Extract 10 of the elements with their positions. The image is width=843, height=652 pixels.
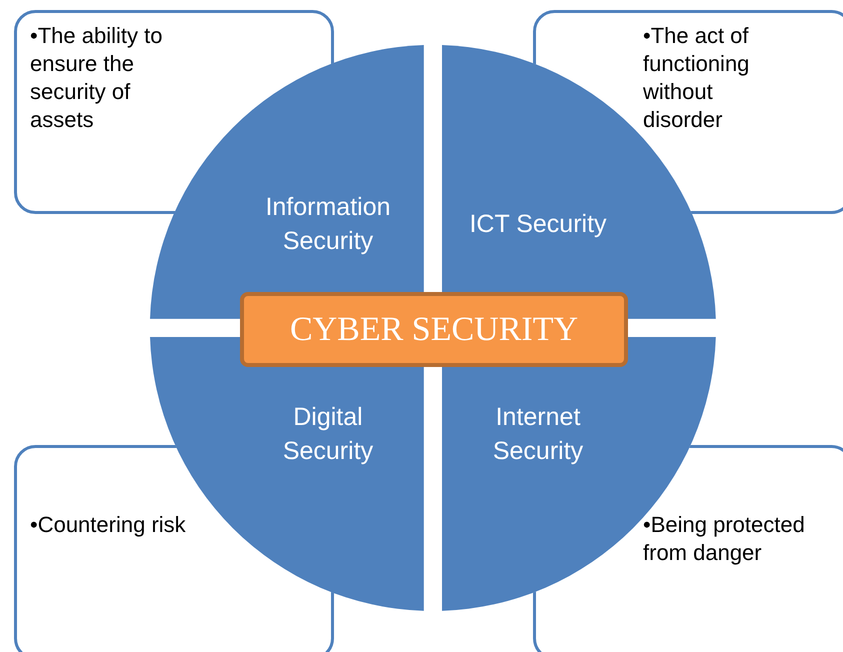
quadrant-label: Information Security (264, 192, 392, 257)
quadrant-label: ICT Security (468, 208, 608, 240)
description-text: •The ability to ensure the security of assets (30, 22, 164, 134)
description-text: •The act of functioning without disorder (643, 22, 750, 134)
quadrant-label: Internet Security (492, 402, 584, 467)
quadrant-label: Digital Security (282, 402, 374, 467)
title-text: CYBER SECURITY (290, 310, 578, 348)
description-text: •Being protected from danger (643, 511, 806, 567)
title-box (240, 292, 628, 367)
description-text: •Countering risk (30, 511, 187, 539)
